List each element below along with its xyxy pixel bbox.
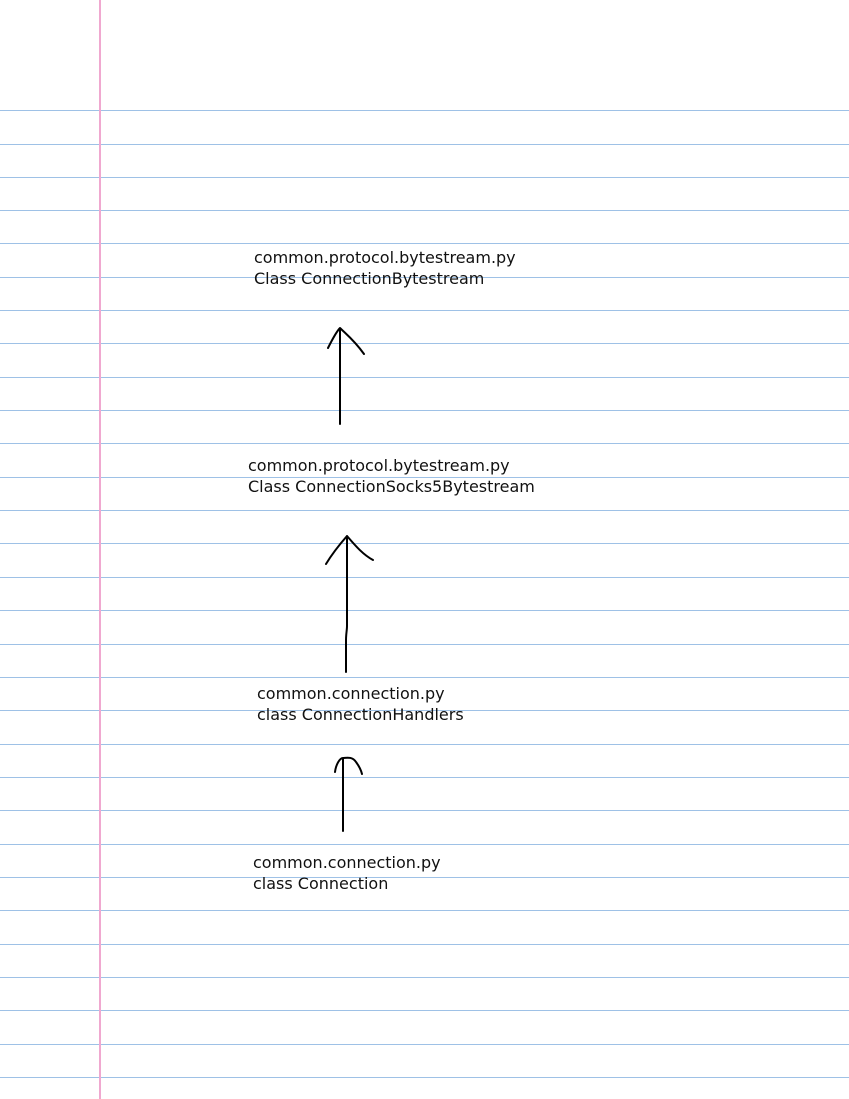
module-label: common.protocol.bytestream.py	[254, 248, 516, 267]
ruled-line	[0, 610, 849, 611]
ruled-line	[0, 677, 849, 678]
arrow-up-icon	[325, 535, 374, 673]
class-label: class Connection	[253, 874, 389, 893]
ruled-line	[0, 810, 849, 811]
ruled-line	[0, 177, 849, 178]
module-label: common.protocol.bytestream.py	[248, 456, 510, 475]
margin-line	[99, 0, 101, 1099]
ruled-line	[0, 910, 849, 911]
ruled-line	[0, 644, 849, 645]
arrow-up-icon	[334, 756, 363, 832]
module-label: common.connection.py	[257, 684, 445, 703]
ruled-line	[0, 1044, 849, 1045]
class-node-connection-bytestream: common.protocol.bytestream.py Class Conn…	[254, 247, 516, 289]
ruled-line	[0, 510, 849, 511]
ruled-line	[0, 744, 849, 745]
ruled-line	[0, 410, 849, 411]
ruled-line	[0, 710, 849, 711]
ruled-line	[0, 577, 849, 578]
ruled-line	[0, 777, 849, 778]
ruled-line	[0, 243, 849, 244]
ruled-line	[0, 477, 849, 478]
class-label: Class ConnectionSocks5Bytestream	[248, 477, 535, 496]
ruled-line	[0, 443, 849, 444]
class-label: Class ConnectionBytestream	[254, 269, 485, 288]
ruled-line	[0, 944, 849, 945]
ruled-line	[0, 110, 849, 111]
class-node-connection-socks5-bytestream: common.protocol.bytestream.py Class Conn…	[248, 455, 535, 497]
ruled-line	[0, 377, 849, 378]
ruled-line	[0, 877, 849, 878]
ruled-line	[0, 1010, 849, 1011]
class-label: class ConnectionHandlers	[257, 705, 464, 724]
ruled-line	[0, 977, 849, 978]
module-label: common.connection.py	[253, 853, 441, 872]
class-node-connection: common.connection.py class Connection	[253, 852, 441, 894]
ruled-line	[0, 210, 849, 211]
arrow-up-icon	[327, 327, 365, 425]
ruled-line	[0, 543, 849, 544]
ruled-line	[0, 144, 849, 145]
ruled-line	[0, 343, 849, 344]
ruled-line	[0, 310, 849, 311]
ruled-line	[0, 1077, 849, 1078]
ruled-line	[0, 277, 849, 278]
class-node-connection-handlers: common.connection.py class ConnectionHan…	[257, 683, 464, 725]
ruled-line	[0, 844, 849, 845]
